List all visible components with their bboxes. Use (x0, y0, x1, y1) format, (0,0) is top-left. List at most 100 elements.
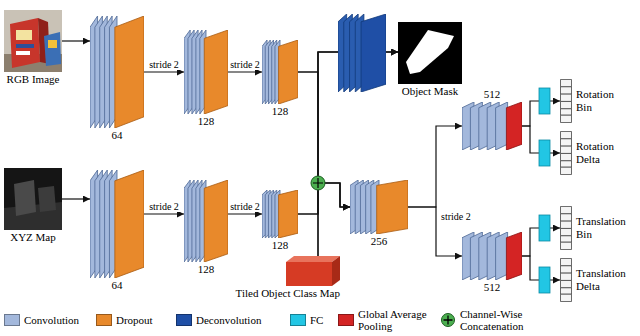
output-head: Translation Delta (560, 258, 630, 302)
concat-symbol (311, 176, 325, 190)
conv-stack (90, 170, 144, 278)
node-label: 128 (198, 115, 215, 128)
node-label: 64 (112, 279, 123, 292)
node-label: 512 (484, 88, 501, 101)
edge-label-holder: stride 2 (229, 201, 261, 213)
stride-label: stride 2 (229, 201, 261, 213)
xyz-map-image (4, 168, 62, 230)
legend-swatch (4, 314, 20, 326)
figure-area (462, 102, 522, 150)
edge-label-holder: stride 2 (148, 201, 180, 213)
figure-area (350, 180, 408, 234)
pooling-stack (462, 232, 522, 280)
conv-block: 64 (90, 170, 144, 292)
legend-label: Convolution (24, 314, 79, 326)
figure-area (262, 190, 298, 238)
node-label: 128 (272, 239, 289, 252)
node-label: Rotation Bin (576, 88, 630, 113)
node-label: XYZ Map (10, 231, 56, 244)
figure-area (398, 22, 462, 84)
figure-area (462, 232, 522, 280)
arrow-connector (228, 213, 262, 214)
figure-area (4, 168, 62, 230)
conv-block: 128 (262, 190, 298, 252)
arrow-connector (62, 40, 90, 41)
concat-circle (442, 314, 455, 327)
figure-area (262, 40, 298, 104)
legend-swatch (176, 314, 192, 326)
pooling-stack (462, 102, 522, 150)
node-label: Translation Bin (576, 215, 630, 240)
node-label: Object Mask (402, 85, 459, 98)
legend-swatch (290, 314, 306, 326)
arrow-connector (62, 198, 90, 199)
conv-stack (184, 30, 228, 114)
node-label: 256 (371, 235, 388, 248)
legend-concat-symbol (440, 312, 456, 328)
figure-area (560, 258, 572, 302)
input-image: XYZ Map (4, 168, 62, 244)
figure-area (560, 79, 572, 123)
pooling-block: 512 (462, 232, 522, 294)
conv-stack (90, 16, 144, 128)
figure-area (184, 180, 228, 262)
legend-label: Channel-Wise Concatenation (460, 308, 532, 332)
arrow-connector (228, 71, 262, 72)
edge-label-holder: stride 2 (148, 59, 180, 71)
conv-block: 64 (90, 16, 144, 142)
legend-label: Deconvolution (196, 314, 261, 326)
input-image: RGB Image (4, 10, 62, 86)
conv-stack (262, 40, 298, 104)
conv-block: 128 (262, 40, 298, 118)
output-head: Rotation Bin (560, 79, 630, 123)
rgb-photo (4, 10, 62, 72)
output-vector (561, 206, 572, 249)
legend-item: Dropout (96, 306, 153, 334)
edge-label-holder: stride 2 (440, 211, 472, 223)
concat-plus (444, 316, 453, 325)
node-label: Tiled Object Class Map (236, 287, 340, 300)
node-label: RGB Image (7, 73, 60, 86)
arrow-connector (408, 126, 462, 207)
arrow-connector (144, 71, 184, 72)
conv-block: 128 (184, 30, 228, 128)
figure-area (560, 131, 572, 175)
output-head: Translation Bin (560, 206, 630, 250)
node-label: 128 (198, 263, 215, 276)
node-label: 64 (112, 129, 123, 142)
output-vector (561, 131, 572, 174)
output-head: Rotation Delta (560, 131, 630, 175)
legend-label: Dropout (116, 314, 153, 326)
conv-stack (350, 180, 408, 234)
class-map-block (286, 256, 340, 286)
figure-area (184, 30, 228, 114)
conv-stack (184, 180, 228, 262)
stride-label: stride 2 (229, 59, 261, 71)
figure-area (560, 206, 572, 250)
legend-item: Convolution (4, 306, 79, 334)
node-label: Translation Delta (576, 267, 630, 292)
legend-label: Global Average Pooling (358, 308, 434, 332)
mask-image (398, 22, 462, 84)
conv-block: 128 (184, 180, 228, 276)
stride-label: stride 2 (148, 59, 180, 71)
deconv-stack (338, 14, 386, 92)
output-vector (561, 79, 572, 122)
legend-label: FC (310, 314, 323, 326)
pooling-block: 512 (462, 88, 522, 150)
fc-layer (539, 88, 550, 293)
arrow-connector (318, 183, 350, 256)
legend-swatch (338, 314, 354, 326)
figure-area (90, 170, 144, 278)
legend-swatch (96, 314, 112, 326)
edge-label-holder: stride 2 (229, 59, 261, 71)
arrow-connector (144, 213, 184, 214)
stride-label: stride 2 (440, 211, 472, 223)
figure-area (286, 256, 340, 286)
class-map: Tiled Object Class Map (236, 256, 340, 300)
mask-output: Object Mask (398, 22, 462, 98)
output-vector (561, 258, 572, 301)
legend-item: Global Average Pooling (338, 306, 434, 334)
